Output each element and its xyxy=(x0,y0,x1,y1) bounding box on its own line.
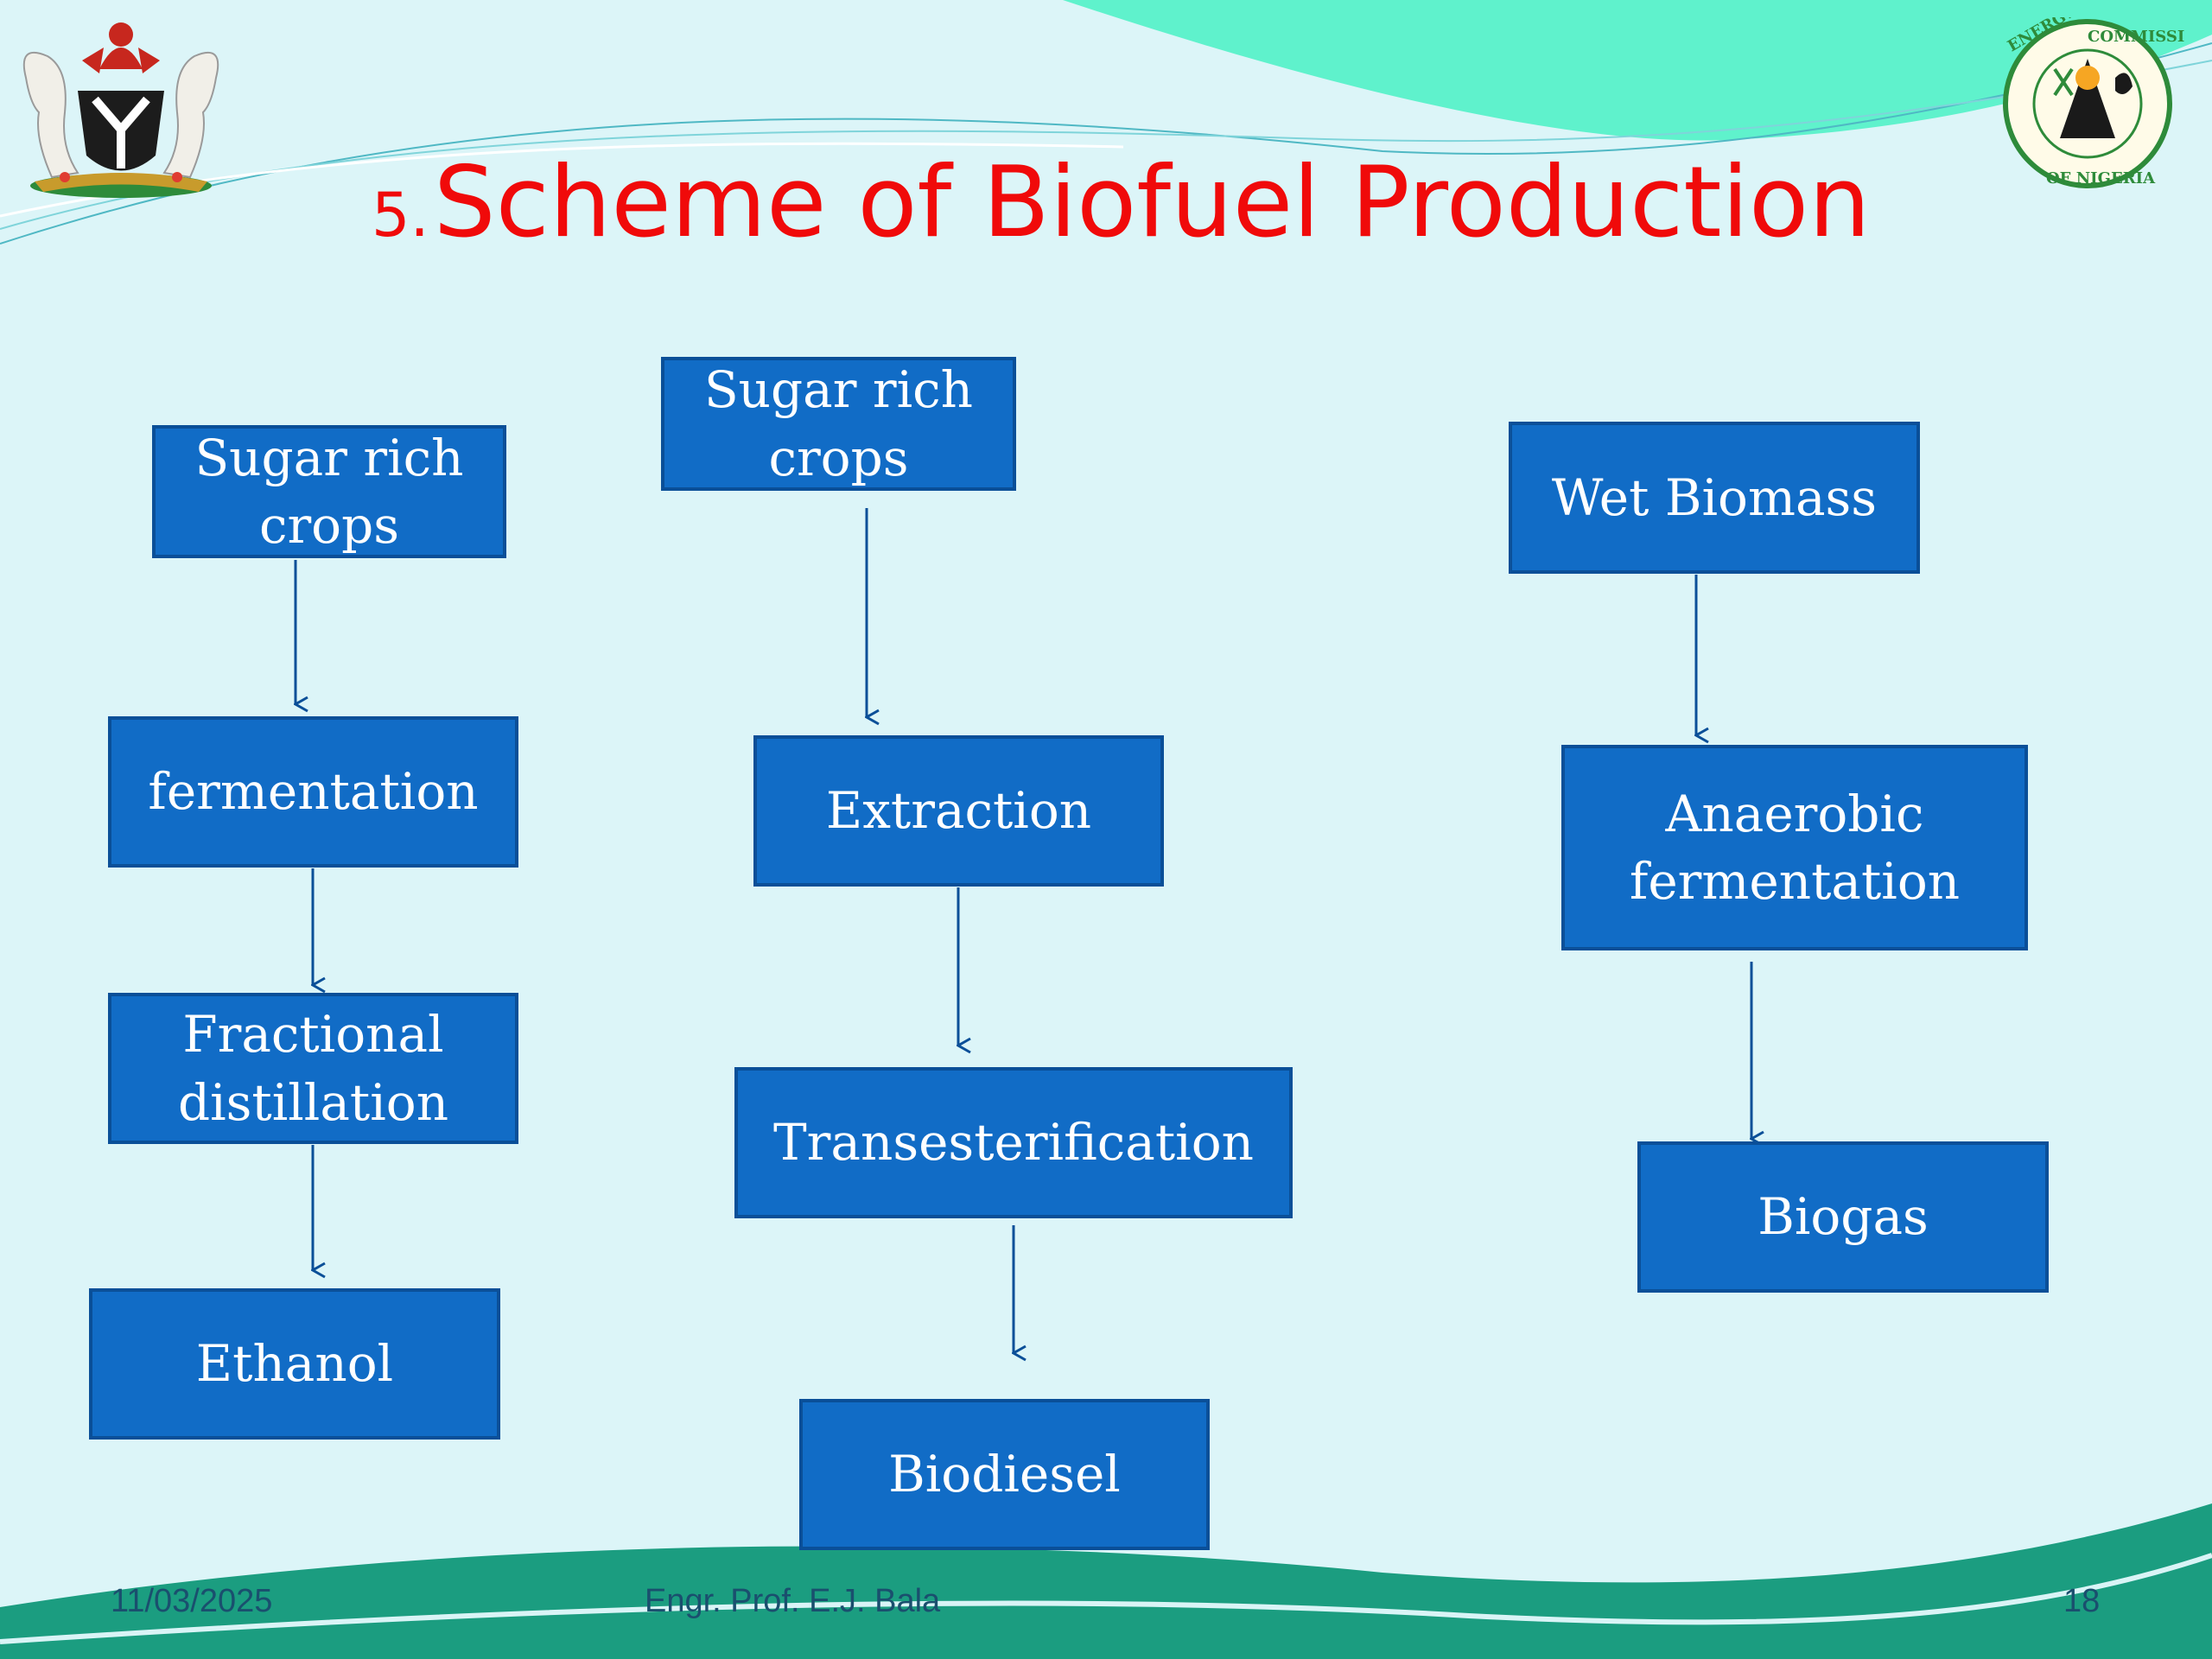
node-label: Ethanol xyxy=(195,1334,394,1394)
footer-page-number: 18 xyxy=(2063,1583,2101,1619)
node-wet-biomass: Wet Biomass xyxy=(1509,422,1920,574)
node-line: distillation xyxy=(177,1072,449,1132)
node-label: Biogas xyxy=(1758,1187,1929,1247)
node-fermentation: fermentation xyxy=(108,716,518,868)
swoosh-line xyxy=(0,42,2212,245)
node-label: Extraction xyxy=(825,781,1092,841)
node-line: Sugar rich xyxy=(194,428,464,487)
node-line: crops xyxy=(768,428,909,487)
node-anaerobic-fermentation: Anaerobic fermentation xyxy=(1561,745,2028,950)
node-line: crops xyxy=(258,496,399,555)
node-biodiesel: Biodiesel xyxy=(799,1399,1210,1550)
energy-commission-seal-logo: ENERGY COMMISSION OF NIGERIA xyxy=(2003,17,2184,188)
coat-of-arms-logo xyxy=(22,22,219,198)
node-transesterification: Transesterification xyxy=(734,1067,1293,1218)
footer-date: 11/03/2025 xyxy=(111,1583,273,1619)
node-line: Sugar rich xyxy=(703,360,974,420)
swoosh-line xyxy=(0,60,2212,230)
node-line: Anaerobic xyxy=(1665,784,1924,843)
node-line: fermentation xyxy=(1629,852,1961,911)
title-number: 5. xyxy=(372,180,429,251)
top-wave-shape xyxy=(1063,0,2212,141)
node-label: fermentation xyxy=(148,762,479,822)
node-extraction: Extraction xyxy=(753,735,1164,887)
node-line: Fractional xyxy=(182,1005,444,1065)
slide-title: 5. Scheme of Biofuel Production xyxy=(372,145,1871,259)
node-label: Biodiesel xyxy=(888,1445,1121,1504)
svg-text:COMMISSION: COMMISSION xyxy=(2088,28,2184,46)
svg-text:OF NIGERIA: OF NIGERIA xyxy=(2046,169,2156,188)
node-label: Wet Biomass xyxy=(1551,467,1878,527)
node-sugar-rich-crops-1: Sugar rich crops xyxy=(152,425,506,558)
title-text: Scheme of Biofuel Production xyxy=(433,145,1871,259)
bottom-wave-highlight xyxy=(0,1553,2212,1644)
node-biogas: Biogas xyxy=(1637,1141,2049,1293)
node-sugar-rich-crops-2: Sugar rich crops xyxy=(661,357,1016,491)
footer-author: Engr. Prof. E.J. Bala xyxy=(645,1583,941,1619)
node-fractional-distillation: Fractional distillation xyxy=(108,993,518,1144)
node-ethanol: Ethanol xyxy=(89,1288,500,1440)
node-label: Transesterification xyxy=(773,1113,1254,1173)
